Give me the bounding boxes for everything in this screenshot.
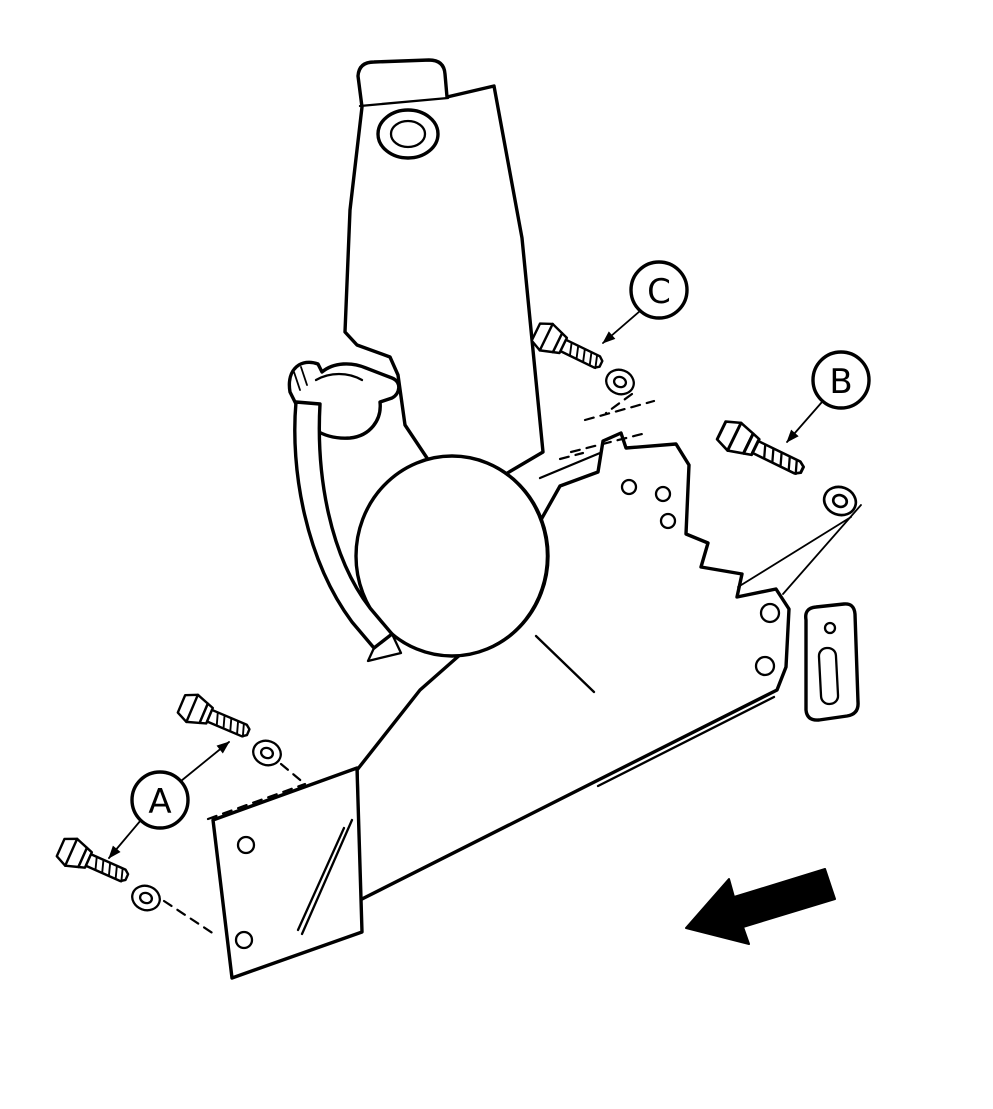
upper-bracket-arm [343,58,545,500]
direction-arrow [685,868,836,945]
bolt-c [528,317,609,379]
leader-arrow-c [602,310,641,344]
front-plate-face [211,766,364,980]
plate-hole [759,602,781,624]
callout-label-b: B [829,362,852,402]
washer-a-upper [248,735,286,771]
callout-circle-c [629,260,689,320]
leader-arrow-b [786,401,823,443]
bolt-b [713,415,811,486]
plate-hole [234,930,254,950]
callout-circle-b [811,350,871,410]
plate-hole [654,485,672,503]
callout-circle-a [130,770,190,830]
plate-hole [620,478,638,496]
alignment-lines-b [737,504,862,595]
leader-arrow-a-lower [108,819,142,859]
plate-hole [754,655,776,677]
callout-a: A [108,741,230,859]
side-plate-slot [817,646,840,706]
washer-a-lower [127,880,165,916]
alignment-dashes [162,392,656,936]
mount-cylinder [354,451,602,694]
main-bracket-plate [355,431,791,902]
leader-arrow-a-upper [180,741,230,782]
plate-hole [659,512,677,530]
plate-hole [236,835,256,855]
callout-b: B [786,350,871,443]
strap [293,400,403,663]
side-plate [804,602,860,722]
callout-c: C [602,260,689,344]
callout-label-a: A [148,782,171,822]
bolt-a-upper [174,689,256,747]
callout-label-c: C [647,272,671,312]
